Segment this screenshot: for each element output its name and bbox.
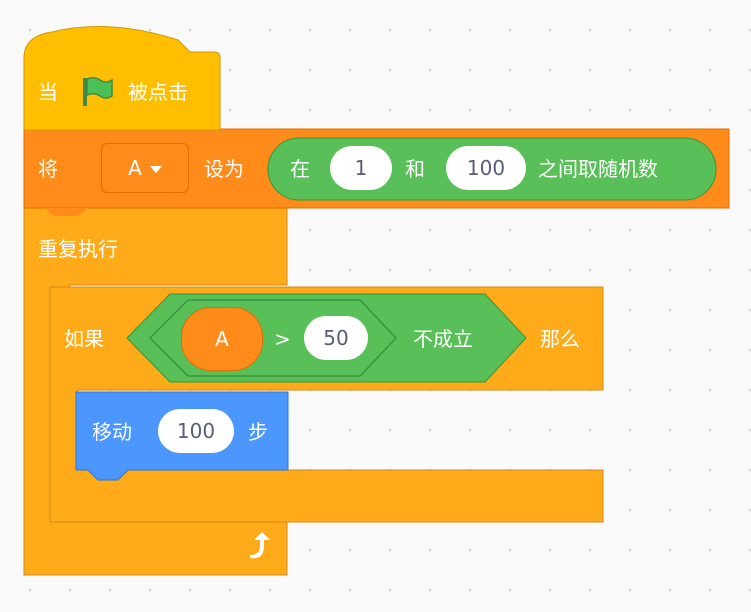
- variable-name: A: [128, 156, 142, 180]
- hat-label-when: 当: [38, 80, 58, 104]
- hat-label-clicked: 被点击: [128, 80, 188, 104]
- not-label: 不成立: [413, 327, 473, 351]
- random-to-input[interactable]: 100: [446, 146, 526, 190]
- set-to-label: 设为: [204, 157, 244, 181]
- move-steps-input[interactable]: 100: [158, 409, 234, 453]
- set-label: 将: [38, 157, 58, 181]
- variable-dropdown[interactable]: A: [101, 143, 189, 193]
- move-label: 移动: [92, 420, 132, 444]
- random-and-label: 和: [405, 157, 425, 181]
- if-label: 如果: [64, 327, 104, 351]
- greater-than-symbol: >: [274, 327, 291, 351]
- random-suffix-label: 之间取随机数: [538, 157, 658, 181]
- random-pick-label: 在: [290, 157, 310, 181]
- set-variable-notch: [44, 208, 88, 216]
- variable-reporter-a[interactable]: A: [181, 307, 263, 371]
- green-flag-icon: [83, 76, 113, 106]
- compare-value-input[interactable]: 50: [304, 316, 368, 360]
- chevron-down-icon: [149, 166, 162, 173]
- loop-arrow-icon: [250, 532, 270, 559]
- forever-label: 重复执行: [38, 237, 118, 261]
- random-from-input[interactable]: 1: [330, 146, 392, 190]
- steps-label: 步: [248, 420, 268, 444]
- then-label: 那么: [540, 327, 580, 351]
- hat-block-shape[interactable]: [23, 26, 221, 131]
